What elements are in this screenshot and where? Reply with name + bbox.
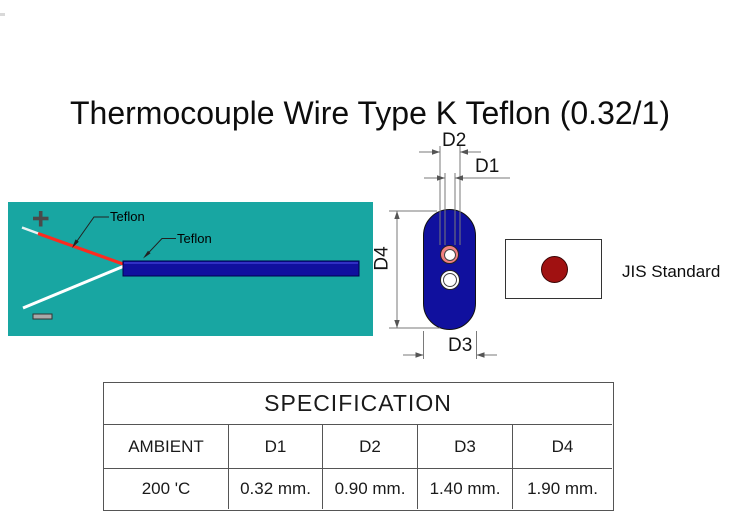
plus-icon (33, 211, 49, 227)
dimension-d3 (403, 331, 497, 359)
spec-value-d1: 0.32 mm. (228, 468, 322, 509)
leader-line-outer-insulation (143, 238, 176, 259)
jis-standard-label: JIS Standard (622, 262, 721, 281)
japan-flag-circle (541, 255, 568, 283)
negative-conductor-core (442, 272, 457, 287)
negative-wire (22, 265, 124, 310)
spec-value-ambient: 200 'C (104, 468, 228, 509)
japan-flag (505, 239, 602, 299)
teflon-label-inner: Teflon (110, 209, 145, 224)
wire-drawing-panel: Teflon Teflon (8, 202, 373, 336)
spec-col-header-d2: D2 (322, 424, 417, 468)
spec-value-d4: 1.90 mm. (512, 468, 612, 509)
leader-line-inner-insulation (72, 216, 109, 248)
wire-drawing-graphics (21, 211, 360, 320)
bare-wire-tip (21, 226, 42, 236)
dimension-d2 (419, 146, 481, 245)
dimension-d1 (424, 173, 510, 245)
spec-value-d3: 1.40 mm. (417, 468, 512, 509)
spec-col-header-ambient: AMBIENT (104, 424, 228, 468)
spec-col-header-d3: D3 (417, 424, 512, 468)
dim-label-d3: D3 (448, 335, 473, 356)
specification-table: SPECIFICATION AMBIENT D1 D2 D3 D4 200 'C… (103, 382, 614, 511)
spec-value-d2: 0.90 mm. (322, 468, 417, 509)
cable-jacket (122, 260, 360, 277)
spec-col-header-d4: D4 (512, 424, 612, 468)
screen-edge-artifact (0, 13, 5, 16)
page-title: Thermocouple Wire Type K Teflon (0.32/1) (70, 95, 670, 131)
cross-section-negative-conductor (439, 269, 460, 290)
dim-label-d1: D1 (475, 156, 500, 177)
positive-wire (37, 231, 124, 266)
dim-label-d2: D2 (442, 130, 467, 151)
minus-icon (32, 313, 53, 320)
spec-table-title: SPECIFICATION (264, 390, 452, 416)
spec-col-header-d1: D1 (228, 424, 322, 468)
positive-conductor-core (443, 248, 456, 261)
dim-label-d4: D4 (371, 246, 393, 271)
cross-section-positive-conductor (440, 245, 459, 264)
teflon-label-outer: Teflon (177, 231, 212, 246)
dimension-d4 (389, 210, 440, 329)
